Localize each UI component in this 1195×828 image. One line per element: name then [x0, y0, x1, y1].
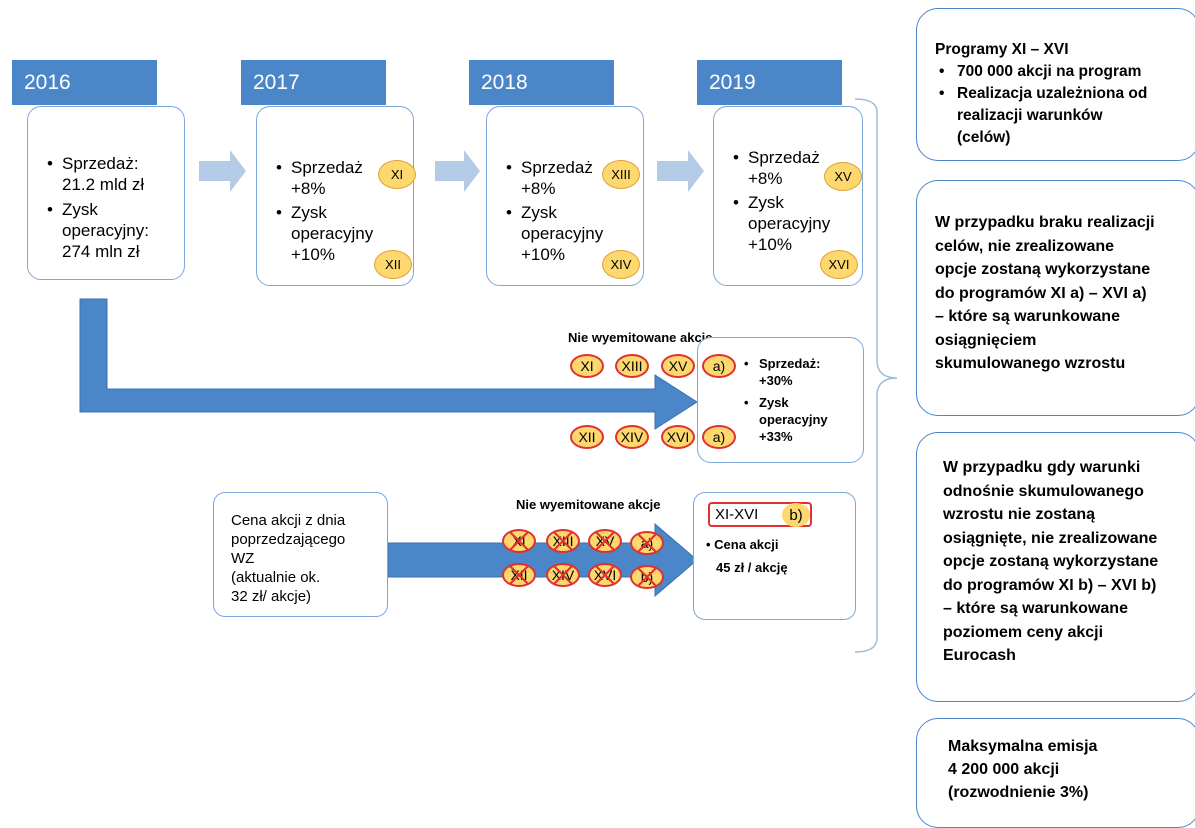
- year-label: 2019: [709, 70, 756, 94]
- year-label: 2017: [253, 70, 300, 94]
- year-label: 2018: [481, 70, 528, 94]
- crossed-option: a): [630, 531, 664, 555]
- side-box-item: 700 000 akcji na program: [935, 61, 1191, 83]
- sales-item: Sprzedaż +8%: [503, 157, 635, 199]
- profit-item: Zysk operacyjny +10%: [730, 192, 854, 255]
- price-label: Cena akcji: [714, 537, 779, 552]
- sales-item: Sprzedaż +8%: [273, 157, 405, 199]
- sales-item: Sprzedaż: 21.2 mld zł: [44, 153, 176, 195]
- side-box-condition-a: W przypadku braku realizacji celów, nie …: [916, 180, 1195, 416]
- option-badge: a): [702, 354, 736, 378]
- option-badge: XIII: [615, 354, 649, 378]
- crossed-option: XIII: [546, 529, 580, 553]
- option-badge: XV: [661, 354, 695, 378]
- bent-arrow: [79, 298, 698, 430]
- crossed-option: XI: [502, 529, 536, 553]
- option-badge: XII: [570, 425, 604, 449]
- profit-item: Zysk operacyjny +10%: [503, 202, 635, 265]
- program-badge: XIV: [602, 250, 640, 279]
- crossed-option: XII: [502, 563, 536, 587]
- side-box-programs: Programy XI – XVI 700 000 akcji na progr…: [916, 8, 1195, 161]
- program-tag-label: XI-XVI: [715, 506, 759, 523]
- unissued-label: Nie wyemitowane akcje: [568, 330, 713, 345]
- crossed-option: b): [630, 565, 664, 589]
- year-header-2018: 2018: [469, 60, 614, 105]
- option-badge: XVI: [661, 425, 695, 449]
- year-header-2017: 2017: [241, 60, 386, 105]
- program-badge: XI: [378, 160, 416, 189]
- chevron-arrow-2: [435, 150, 480, 192]
- cross-icon: [595, 565, 615, 585]
- chevron-arrow-1: [199, 150, 246, 192]
- cross-icon: [553, 565, 573, 585]
- year-header-2016: 2016: [12, 60, 157, 105]
- cross-icon: [553, 531, 573, 551]
- chevron-arrow-3: [657, 150, 704, 192]
- cumulative-sales: Sprzedaż: +30%: [741, 355, 828, 389]
- option-badge: a): [702, 425, 736, 449]
- unissued-label-2: Nie wyemitowane akcje: [516, 497, 661, 512]
- cross-icon: [637, 533, 657, 553]
- side-box-item: Realizacja uzależniona od realizacji war…: [935, 83, 1191, 149]
- program-badge: XV: [824, 162, 862, 191]
- cross-icon: [637, 567, 657, 587]
- side-box-max-emission: Maksymalna emisja 4 200 000 akcji (rozwo…: [916, 718, 1195, 828]
- side-box-title: Programy XI – XVI: [935, 41, 1069, 58]
- side-box-condition-b: W przypadku gdy warunki odnośnie skumulo…: [916, 432, 1195, 702]
- crossed-option: XVI: [588, 563, 622, 587]
- sales-item: Sprzedaż +8%: [730, 147, 854, 189]
- year-label: 2016: [24, 70, 71, 94]
- profit-item: Zysk operacyjny +10%: [273, 202, 405, 265]
- profit-item: Zysk operacyjny: 274 mln zł: [44, 199, 176, 262]
- program-badge: XVI: [820, 250, 858, 279]
- option-badge: b): [782, 503, 810, 527]
- option-badge: XI: [570, 354, 604, 378]
- year-card-2016: Sprzedaż: 21.2 mld zł Zysk operacyjny: 2…: [27, 106, 185, 280]
- program-badge: XIII: [602, 160, 640, 189]
- price-line-2: 45 zł / akcję: [716, 560, 788, 575]
- price-target-card: XI-XVI b) • Cena akcji 45 zł / akcję: [693, 492, 856, 620]
- crossed-option: XIV: [546, 563, 580, 587]
- cumulative-profit: Zysk operacyjny +33%: [741, 394, 828, 445]
- option-badge: XIV: [615, 425, 649, 449]
- price-condition-box: Cena akcji z dnia poprzedzającego WZ (ak…: [213, 492, 388, 617]
- cross-icon: [509, 531, 529, 551]
- price-line-1: • Cena akcji: [706, 537, 779, 552]
- program-badge: XII: [374, 250, 412, 279]
- crossed-option: XV: [588, 529, 622, 553]
- year-header-2019: 2019: [697, 60, 842, 105]
- cross-icon: [509, 565, 529, 585]
- program-tag: XI-XVI b): [708, 502, 812, 527]
- right-brace: [854, 98, 898, 653]
- cross-icon: [595, 531, 615, 551]
